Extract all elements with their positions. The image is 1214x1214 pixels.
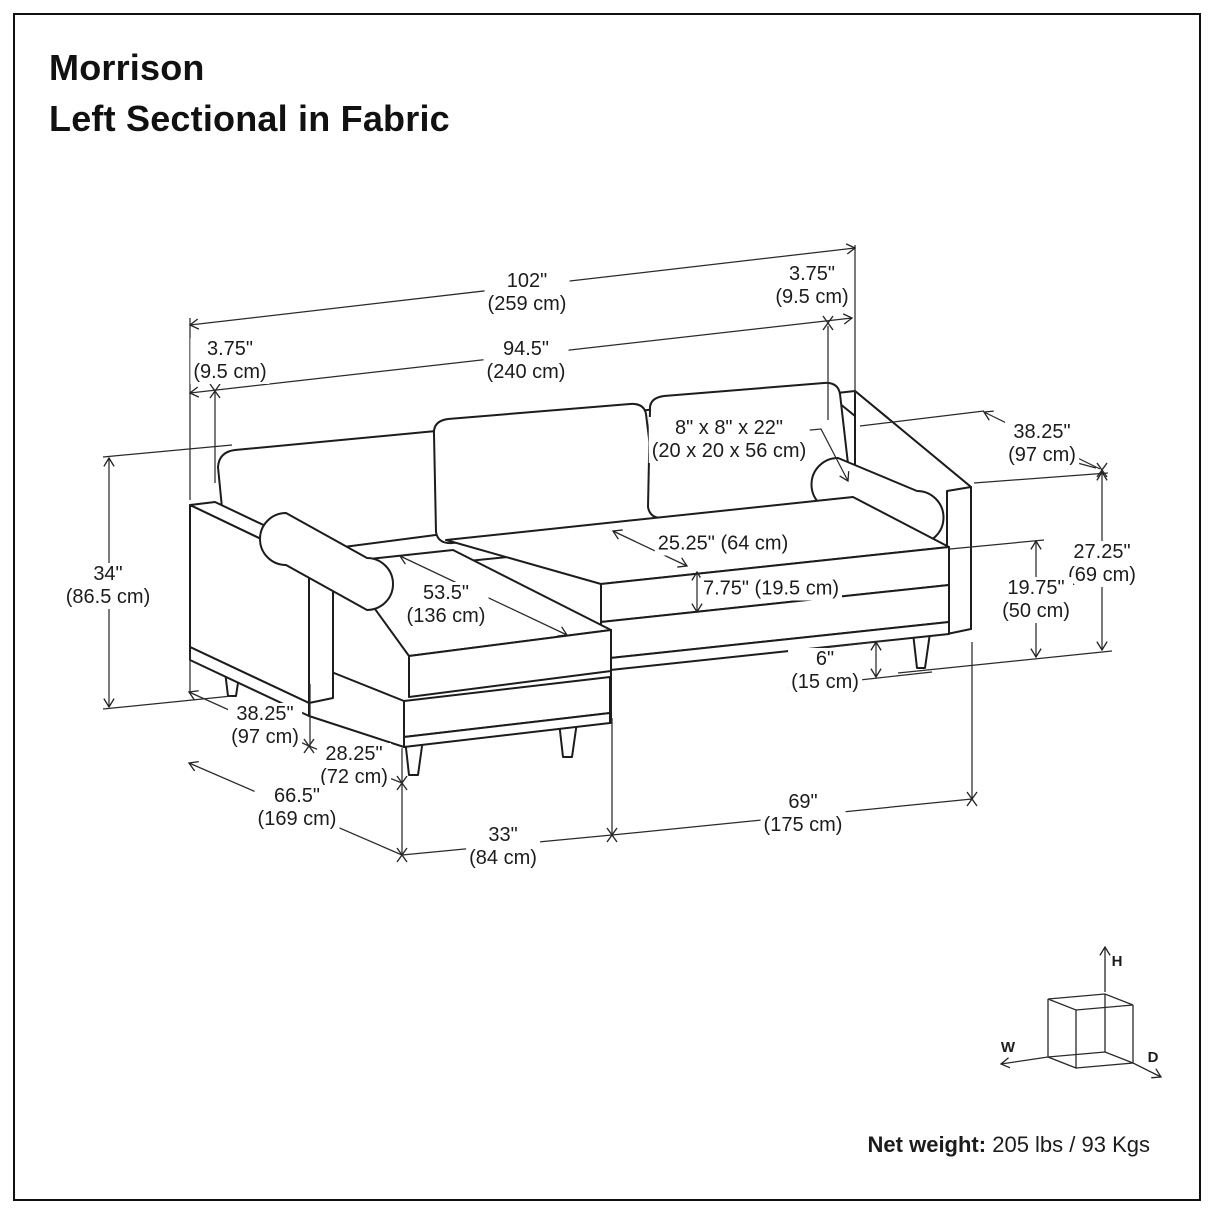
width-axis-label: W	[1001, 1039, 1016, 1056]
depth-axis-label: D	[1148, 1049, 1159, 1066]
page-border	[13, 13, 1201, 1201]
net-weight-label: Net weight:	[867, 1132, 987, 1157]
bolster-pillow-left	[259, 512, 394, 611]
dim-inner-width-label: 94.5" (240 cm)	[483, 338, 569, 384]
net-weight-value: 205 lbs / 93 Kgs	[992, 1132, 1150, 1157]
dim-chaise-length-label: 53.5" (136 cm)	[403, 582, 489, 628]
dim-left-arm-offset-label: 3.75" (9.5 cm)	[190, 338, 270, 384]
dim-overall-height-label: 34" (86.5 cm)	[62, 563, 154, 609]
width-axis-arrow	[1001, 1056, 1049, 1064]
dim-bolster-pillow-label: 8" x 8" x 22" (20 x 20 x 56 cm)	[648, 417, 810, 463]
extension-line	[949, 539, 1045, 550]
dim-overall-depth-label: 38.25" (97 cm)	[1005, 421, 1079, 467]
extension-line	[102, 695, 233, 710]
dim-cushion-thickness-label: 7.75" (19.5 cm)	[699, 577, 843, 601]
dim-right-arm-offset-label: 3.75" (9.5 cm)	[772, 263, 852, 309]
cube-hidden-edges	[1047, 994, 1134, 1064]
dim-line-seat-depth	[613, 531, 687, 566]
right-arm-front	[946, 486, 972, 635]
dim-total-depth-label: 66.5" (169 cm)	[254, 785, 340, 831]
net-weight: Net weight: 205 lbs / 93 Kgs	[868, 1132, 1150, 1158]
dim-leg-height-label: 6" (15 cm)	[788, 648, 862, 694]
dim-arm-height-label: 27.25" (69 cm)	[1065, 541, 1139, 587]
extension-line	[897, 650, 1113, 674]
page-title: Morrison Left Sectional in Fabric	[49, 42, 450, 144]
dim-chaise-extension-label: 28.25" (72 cm)	[317, 743, 391, 789]
extension-line	[859, 410, 985, 427]
orientation-cube: W H D	[1001, 947, 1161, 1077]
dim-seat-height-label: 19.75" (50 cm)	[999, 577, 1073, 623]
sofa-drawing	[189, 381, 972, 776]
product-variant: Left Sectional in Fabric	[49, 98, 450, 139]
product-name: Morrison	[49, 47, 205, 88]
tick-marks	[209, 315, 1108, 863]
height-axis-label: H	[1112, 953, 1123, 970]
dim-seat-depth-label: 25.25" (64 cm)	[654, 532, 792, 556]
dim-sofa-section-width-label: 69" (175 cm)	[760, 791, 846, 837]
dim-chaise-depth-label: 38.25" (97 cm)	[228, 703, 302, 749]
dim-total-width-label: 102" (259 cm)	[484, 270, 570, 316]
dim-chaise-width-label: 33" (84 cm)	[466, 824, 540, 870]
depth-axis-arrow	[1132, 1062, 1161, 1077]
cube-top-face	[1047, 993, 1134, 1011]
extension-line	[973, 472, 1109, 484]
extension-line	[102, 444, 233, 458]
